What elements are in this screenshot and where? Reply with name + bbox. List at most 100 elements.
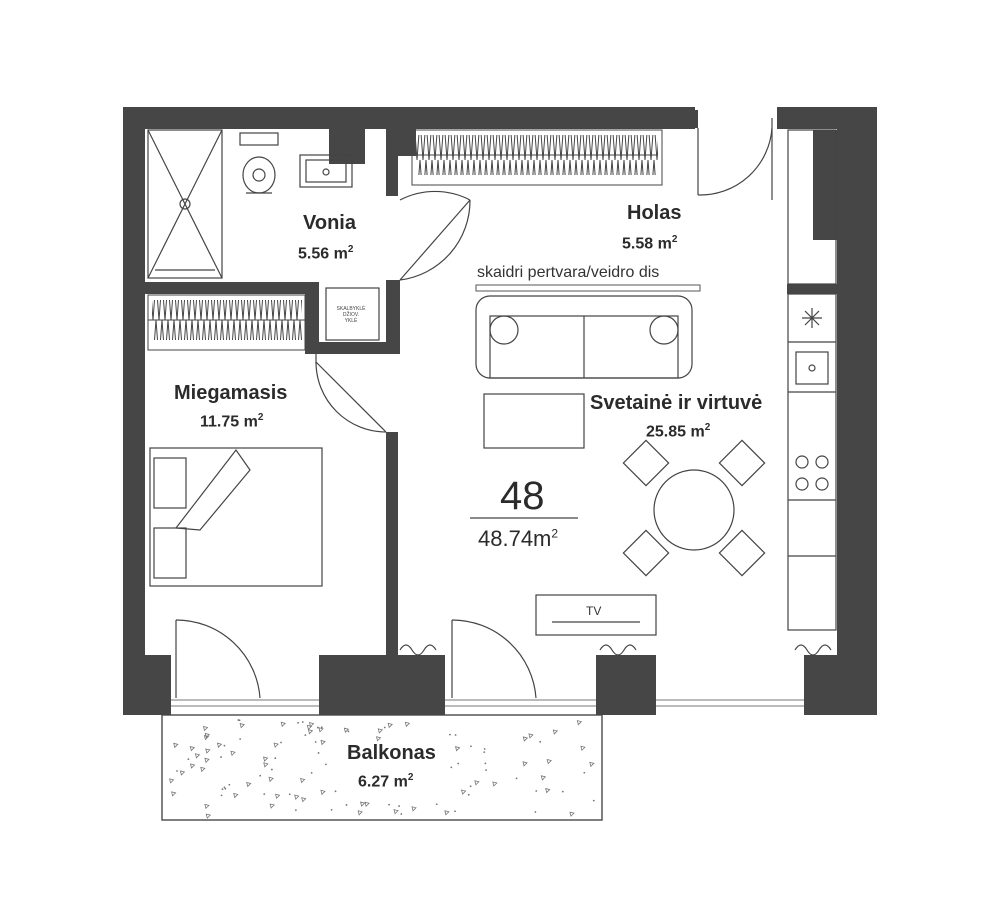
- room-area-living: 25.85 m2: [646, 422, 710, 441]
- room-area-balcony: 6.27 m2: [358, 772, 413, 791]
- speckle: [189, 746, 196, 752]
- speckle: [388, 803, 390, 806]
- washing-machine: [325, 287, 380, 341]
- speckle: [411, 806, 417, 812]
- speckle: [205, 813, 212, 819]
- speckle: [457, 762, 460, 765]
- speckle: [583, 771, 586, 774]
- speckle: [179, 770, 186, 776]
- speckle: [189, 763, 196, 769]
- speckle: [228, 783, 231, 786]
- room-name-bedroom: Miegamasis: [174, 382, 288, 404]
- speckle: [268, 776, 274, 783]
- speckle: [455, 746, 461, 752]
- unit-sup: 2: [704, 422, 711, 433]
- speckle: [569, 811, 575, 817]
- speckle: [230, 750, 236, 757]
- speckle: [576, 720, 583, 726]
- speckle: [540, 775, 547, 781]
- speckle: [592, 799, 595, 802]
- speckle: [387, 722, 393, 729]
- speckle: [169, 778, 175, 784]
- speckle: [301, 721, 304, 723]
- speckle: [484, 762, 487, 765]
- speckle: [220, 794, 223, 797]
- unit-sup: 2: [407, 772, 414, 783]
- room-name-living: Svetainė ir virtuvė: [590, 392, 763, 414]
- speckle: [320, 739, 326, 746]
- apartment-total-area-value: 48.74m: [478, 526, 552, 551]
- speckle: [310, 771, 313, 774]
- speckle: [223, 744, 226, 747]
- speckle: [220, 756, 222, 758]
- speckle: [194, 753, 201, 759]
- speckle: [345, 804, 348, 806]
- speckle: [308, 722, 315, 728]
- speckle: [528, 733, 534, 739]
- speckle: [364, 801, 370, 808]
- speckle: [492, 781, 498, 787]
- speckle: [224, 787, 227, 790]
- speckle: [200, 766, 206, 773]
- speckle: [470, 745, 472, 748]
- speckle: [334, 790, 337, 793]
- speckle: [239, 738, 242, 740]
- speckle: [221, 788, 224, 791]
- speckle: [306, 724, 313, 731]
- speckle: [233, 792, 239, 799]
- doors: [175, 118, 773, 699]
- room-area-bedroom: 11.75 m2: [200, 412, 263, 431]
- room-area-balcony-value: 6.27 m: [358, 773, 408, 791]
- speckle: [259, 774, 262, 777]
- speckle: [238, 719, 241, 722]
- speckle: [320, 726, 323, 729]
- room-area-bath: 5.56 m2: [298, 244, 353, 263]
- speckle: [294, 809, 297, 812]
- speckle: [330, 808, 333, 811]
- speckle: [444, 810, 450, 816]
- speckle: [273, 742, 279, 748]
- speckle: [275, 793, 281, 800]
- speckle: [171, 791, 177, 797]
- speckle: [280, 741, 282, 744]
- sofa: [475, 295, 693, 379]
- partition-note: skaidri pertvara/veidro dis: [477, 264, 660, 281]
- balcony-texture: [169, 719, 595, 819]
- speckle: [515, 777, 518, 780]
- room-area-bath-value: 5.56 m: [298, 245, 348, 263]
- speckle: [404, 721, 411, 728]
- speckle: [318, 727, 324, 733]
- speckle: [469, 785, 472, 788]
- speckle: [173, 742, 179, 749]
- unit-sup: 2: [347, 244, 354, 255]
- walls: [123, 107, 877, 715]
- room-name-balcony: Balkonas: [347, 742, 436, 764]
- speckle: [435, 803, 438, 806]
- speckle: [483, 751, 486, 753]
- room-name-hall: Holas: [627, 202, 682, 224]
- speckle: [307, 729, 314, 735]
- room-area-hall-value: 5.58 m: [622, 235, 672, 253]
- speckle: [263, 793, 266, 796]
- speckle: [301, 797, 307, 803]
- speckle: [300, 777, 306, 784]
- speckle: [325, 763, 327, 766]
- apartment-total-area: 48.74m2: [478, 526, 558, 552]
- speckle: [270, 768, 273, 771]
- speckle: [223, 786, 226, 789]
- balcony: [161, 714, 603, 821]
- speckle: [263, 762, 269, 768]
- room-name-bath: Vonia: [303, 212, 356, 234]
- speckle: [393, 809, 399, 815]
- speckle: [449, 733, 451, 736]
- speckle: [400, 813, 403, 815]
- speckle: [474, 780, 480, 786]
- speckle: [383, 726, 386, 729]
- speckle: [187, 758, 190, 761]
- speckle: [360, 801, 366, 807]
- speckle: [343, 727, 350, 733]
- speckle: [297, 721, 300, 724]
- speckle: [535, 790, 538, 792]
- speckle: [314, 741, 317, 743]
